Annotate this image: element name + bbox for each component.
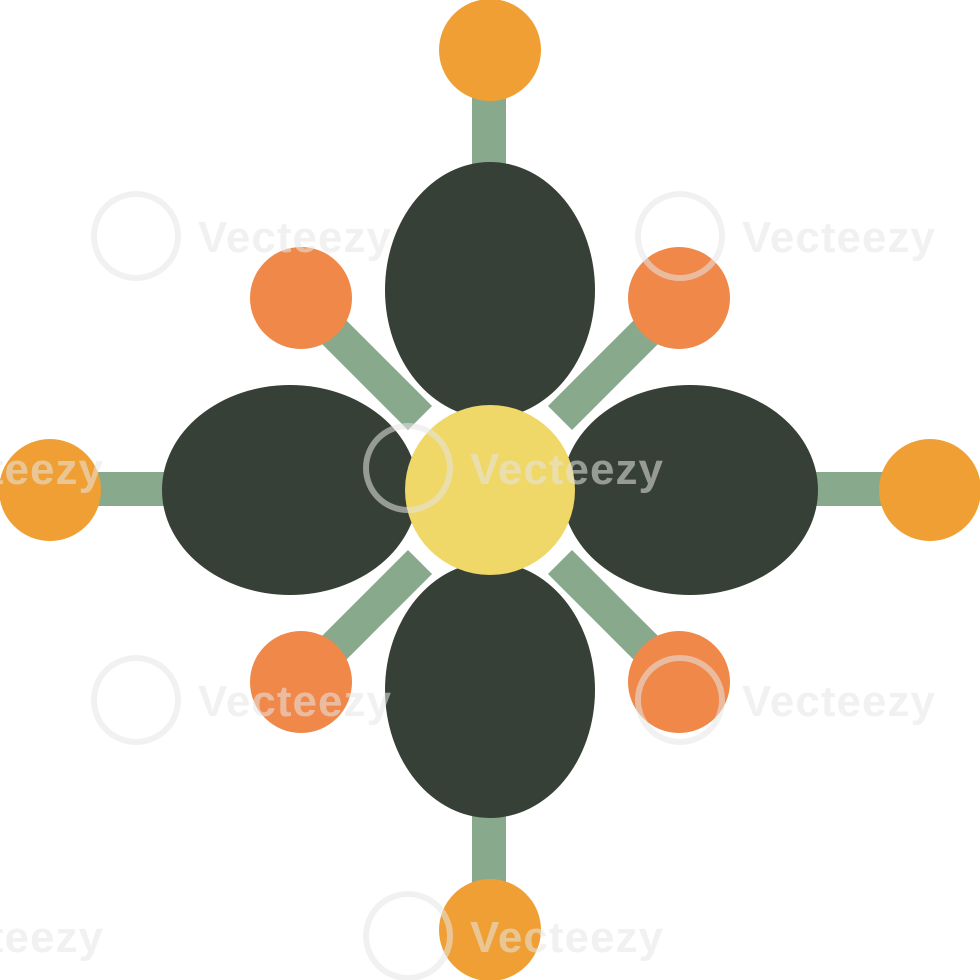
watermark-text: Vecteezy bbox=[470, 445, 664, 494]
petals bbox=[162, 162, 818, 818]
petal-bottom bbox=[385, 562, 595, 818]
vecteezy-logo-icon bbox=[91, 191, 181, 281]
petal-top bbox=[385, 162, 595, 418]
bud-bottom-right bbox=[628, 631, 730, 733]
watermark-row-1: Vecteezy Vecteezy bbox=[91, 191, 936, 281]
petal-left bbox=[162, 385, 418, 595]
watermark-text: Vecteezy bbox=[742, 213, 936, 262]
vecteezy-logo-icon bbox=[363, 423, 453, 513]
bud-left bbox=[0, 439, 101, 541]
watermark-text: Vecteezy bbox=[742, 677, 936, 726]
watermark-row-2: Vecteezy Vecteezy bbox=[0, 423, 664, 513]
watermark-text: Vecteezy bbox=[0, 913, 104, 962]
vecteezy-logo-icon bbox=[363, 891, 453, 980]
watermark-text: Vecteezy bbox=[198, 213, 392, 262]
vecteezy-logo-icon bbox=[635, 191, 725, 281]
bud-bottom bbox=[439, 879, 541, 980]
vecteezy-logo-icon bbox=[635, 655, 725, 745]
bud-top bbox=[439, 0, 541, 101]
watermark-row-4: Vecteezy Vecteezy bbox=[0, 891, 664, 980]
vecteezy-logo-icon bbox=[91, 655, 181, 745]
bud-right bbox=[879, 439, 980, 541]
petal-right bbox=[562, 385, 818, 595]
bud-top-left bbox=[250, 247, 352, 349]
watermark-text: Vecteezy bbox=[470, 913, 664, 962]
watermark-row-3: Vecteezy Vecteezy bbox=[91, 655, 936, 745]
bud-bottom-left bbox=[250, 631, 352, 733]
watermark-text: Vecteezy bbox=[0, 445, 104, 494]
watermark: Vecteezy Vecteezy Vecteezy Vecteezy Vect… bbox=[0, 191, 936, 980]
watermark-text: Vecteezy bbox=[198, 677, 392, 726]
